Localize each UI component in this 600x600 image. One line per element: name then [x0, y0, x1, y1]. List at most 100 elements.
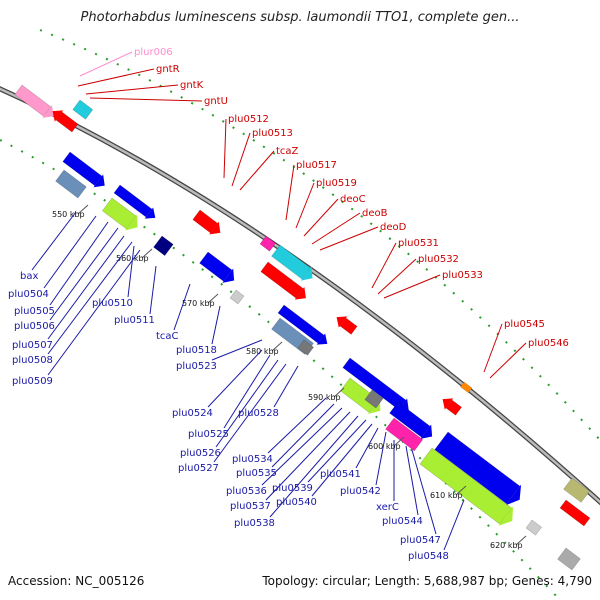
top-strand-label: plur006	[134, 47, 173, 58]
bottom-label-leader	[47, 241, 133, 355]
bottom-label-leader	[223, 354, 271, 429]
gene-feature	[563, 477, 590, 503]
kbp-tick-label: 570 kbp	[182, 299, 215, 308]
gene-feature	[153, 235, 174, 256]
bottom-label-leader	[43, 215, 97, 289]
bottom-label-leader	[355, 427, 379, 469]
top-strand-label: deoB	[362, 208, 388, 219]
gene-block	[364, 389, 384, 409]
bottom-strand-label: plu0540	[276, 497, 317, 508]
bottom-label-leader	[311, 423, 373, 497]
top-label-leader	[285, 164, 295, 221]
bottom-label-leader	[411, 449, 437, 535]
gene-block	[229, 289, 245, 305]
top-label-leader	[239, 150, 275, 191]
gene-feature	[271, 244, 313, 281]
gene-feature	[364, 389, 384, 409]
top-label-leader	[223, 118, 227, 179]
bottom-strand-label: plu0507	[12, 340, 53, 351]
top-label-leader	[303, 198, 339, 237]
bottom-label-leader	[261, 407, 343, 486]
gene-feature	[199, 251, 235, 283]
bottom-strand-label: plu0536	[226, 486, 267, 497]
accession-label: Accession: NC_005126	[8, 574, 145, 588]
gene-arrowhead	[442, 398, 454, 410]
gene-feature	[336, 316, 358, 335]
gene-feature	[389, 401, 433, 439]
gene-block	[259, 235, 276, 252]
gene-feature	[52, 110, 79, 133]
top-label-leader	[89, 97, 203, 102]
bottom-label-leader	[49, 221, 109, 306]
bottom-strand-label: plu0527	[178, 463, 219, 474]
gene-feature	[62, 151, 105, 188]
bottom-label-leader	[265, 411, 351, 501]
gene-block	[72, 99, 94, 120]
gene-feature	[102, 197, 138, 231]
gene-block	[557, 547, 581, 571]
kbp-tick-mark	[141, 248, 153, 259]
backbone-shadow	[0, 86, 600, 506]
bottom-strand-label: plu0508	[12, 355, 53, 366]
bottom-strand-label: plu0518	[176, 345, 217, 356]
bottom-strand-label: plu0509	[12, 376, 53, 387]
gene-feature	[72, 99, 94, 120]
bottom-label-leader	[211, 339, 263, 361]
bottom-label-leader	[127, 245, 135, 298]
gene-feature	[192, 209, 221, 235]
gene-block	[525, 519, 542, 536]
gene-feature	[113, 184, 156, 219]
bottom-strand-label: plu0505	[14, 306, 55, 317]
bottom-label-leader	[173, 283, 191, 331]
bottom-strand-label: plu0524	[172, 408, 213, 419]
gene-feature	[229, 289, 245, 305]
top-label-leader	[489, 342, 527, 379]
top-label-leader	[85, 84, 179, 95]
bottom-strand-label: plu0548	[408, 551, 449, 562]
bottom-label-leader	[213, 363, 287, 463]
bottom-label-leader	[443, 499, 465, 551]
gene-arrowhead	[52, 110, 64, 122]
gene-arrowhead	[209, 221, 221, 235]
bottom-label-leader	[31, 211, 77, 271]
bottom-strand-label: plu0535	[236, 468, 277, 479]
bottom-strand-label: plu0542	[340, 486, 381, 497]
top-strand-label: plu0546	[528, 338, 569, 349]
kbp-tick-mark	[271, 341, 283, 352]
gene-arrowhead	[505, 484, 522, 506]
bottom-label-leader	[47, 235, 125, 340]
top-strand-label: gntR	[156, 64, 180, 75]
bottom-strand-label: plu0534	[232, 454, 273, 465]
top-strand-label: plu0532	[418, 254, 459, 265]
kbp-tick-label: 620 kbp	[490, 541, 523, 550]
gene-block	[460, 381, 473, 394]
gene-arrowhead	[294, 286, 306, 300]
top-strand-label: gntU	[204, 96, 228, 107]
kbp-tick-mark	[333, 387, 345, 398]
gene-arrowhead	[125, 214, 138, 231]
gene-feature	[557, 547, 581, 571]
top-label-leader	[377, 258, 417, 295]
bottom-label-leader	[269, 415, 359, 518]
kbp-tick-mark	[207, 293, 219, 304]
top-label-leader	[371, 242, 397, 289]
bottom-strand-label: plu0511	[114, 315, 155, 326]
top-strand-label: deoC	[340, 194, 366, 205]
top-label-leader	[319, 226, 379, 251]
bottom-strand-label: plu0537	[230, 501, 271, 512]
bottom-strand-label: plu0504	[8, 289, 49, 300]
gene-feature	[14, 84, 54, 118]
gene-arrowhead	[222, 268, 235, 283]
kbp-tick-mark	[515, 535, 527, 546]
gene-block	[55, 169, 87, 199]
bottom-label-leader	[271, 403, 335, 468]
kbp-tick-label: 590 kbp	[308, 393, 341, 402]
top-label-leader	[295, 182, 315, 229]
bottom-strand-label: plu0506	[14, 321, 55, 332]
kbp-tick-mark	[455, 485, 467, 496]
gene-arrowhead	[336, 316, 348, 328]
gene-block	[559, 499, 591, 527]
gene-arrowhead	[42, 105, 54, 118]
bottom-strand-label: plu0538	[234, 518, 275, 529]
